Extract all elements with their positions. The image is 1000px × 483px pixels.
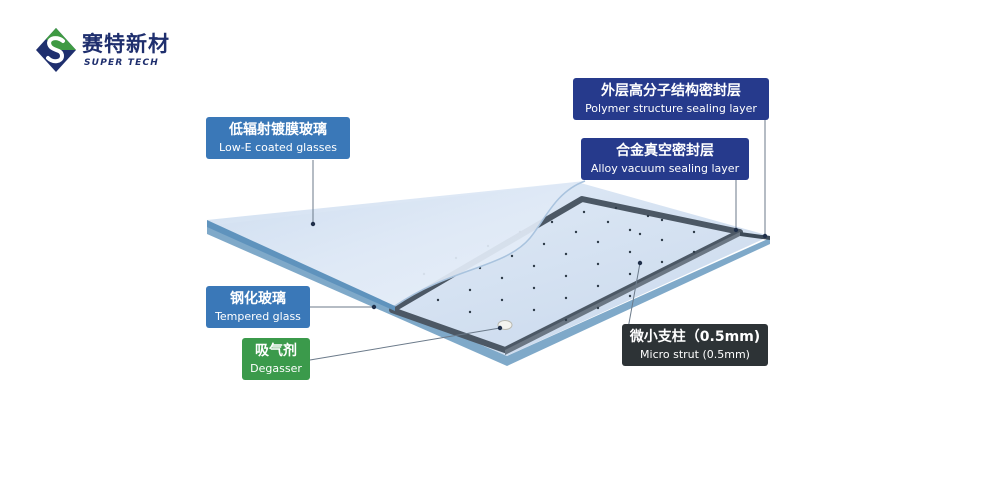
label-alloy-cn: 合金真空密封层 [616,143,714,159]
label-alloy-sealing-layer: 合金真空密封层 Alloy vacuum sealing layer [581,138,749,180]
label-strut-cn: 微小支柱（0.5mm) [629,329,761,345]
label-alloy-en: Alloy vacuum sealing layer [590,162,740,175]
polymer-sealing-edge [740,232,770,240]
label-polymer-cn: 外层高分子结构密封层 [601,83,741,99]
label-lowe-cn: 低辐射镀膜玻璃 [229,122,327,138]
label-tempered-cn: 钢化玻璃 [230,291,286,307]
label-strut-en: Micro strut (0.5mm) [640,348,750,361]
leader-lines [309,120,766,361]
logo-mark-icon [36,28,76,72]
label-degasser-en: Degasser [250,362,302,375]
logo-name-cn: 赛特新材 [82,32,170,56]
brand-logo: 赛特新材 SUPER TECH [34,26,184,76]
logo-name-en: SUPER TECH [84,58,160,68]
label-tempered-en: Tempered glass [215,310,301,323]
label-polymer-en: Polymer structure sealing layer [585,102,757,115]
label-lowe-en: Low-E coated glasses [219,141,337,154]
micro-struts [422,206,696,322]
label-degasser-cn: 吸气剂 [255,343,297,359]
label-tempered-glass: 钢化玻璃 Tempered glass [206,286,310,328]
label-low-e-glass: 低辐射镀膜玻璃 Low-E coated glasses [206,117,350,159]
low-e-glass-layer [207,180,586,311]
leader-dots [310,221,768,331]
label-degasser: 吸气剂 Degasser [242,338,310,380]
label-polymer-sealing-layer: 外层高分子结构密封层 Polymer structure sealing lay… [573,78,769,120]
label-micro-strut: 微小支柱（0.5mm) Micro strut (0.5mm) [622,324,768,366]
